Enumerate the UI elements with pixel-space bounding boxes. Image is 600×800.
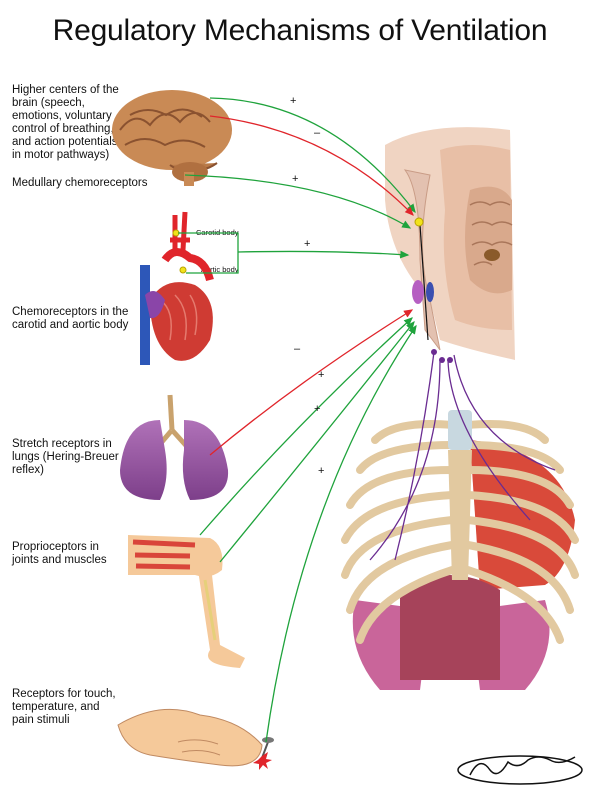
artist-signature [457,755,583,785]
label-stretch-receptors: Stretch receptors in lungs (Hering-Breue… [12,438,119,476]
arrow-chemoreceptors [237,250,410,259]
sign-proprio-1: + [318,369,324,381]
label-higher-centers: Higher centers of the brain (speech, emo… [12,84,119,161]
arrow-higher-inhibitory [209,115,414,216]
label-medullary-chemoreceptors: Medullary chemoreceptors [12,177,148,189]
pathway-arrows [184,97,417,743]
sign-proprio-2: + [314,403,320,415]
sign-chemoreceptors: + [304,238,310,250]
arrow-proprio-1 [199,317,413,536]
brain-illustration [112,90,232,186]
hand-illustration [117,708,274,770]
label-proprioceptors: Proprioceptors in joints and muscles [12,541,107,566]
label-touch-receptors: Receptors for touch, temperature, and pa… [12,688,116,726]
arrow-stretch [209,309,414,456]
brainstem-sagittal-illustration [385,127,515,360]
sign-medullary: + [292,173,298,185]
label-aortic-body: Aortic body [201,265,239,274]
arrow-proprio-2 [219,320,415,563]
sign-stretch: – [294,343,301,355]
arrow-touch [265,324,417,743]
lungs-illustration [120,394,229,500]
leg-illustration [128,535,245,668]
arrow-medullary [184,174,412,229]
diagram-title: Regulatory Mechanisms of Ventilation [52,14,548,47]
sign-touch: + [318,465,324,477]
arrow-higher-excitatory [209,97,416,214]
label-carotid-aortic-chemoreceptors: Chemoreceptors in the carotid and aortic… [12,306,129,331]
heart-illustration [140,211,239,365]
ribcage-illustration [341,410,579,690]
sign-higher-minus: – [314,127,321,139]
sign-higher-plus: + [290,95,296,107]
motor-nerves [369,351,556,561]
